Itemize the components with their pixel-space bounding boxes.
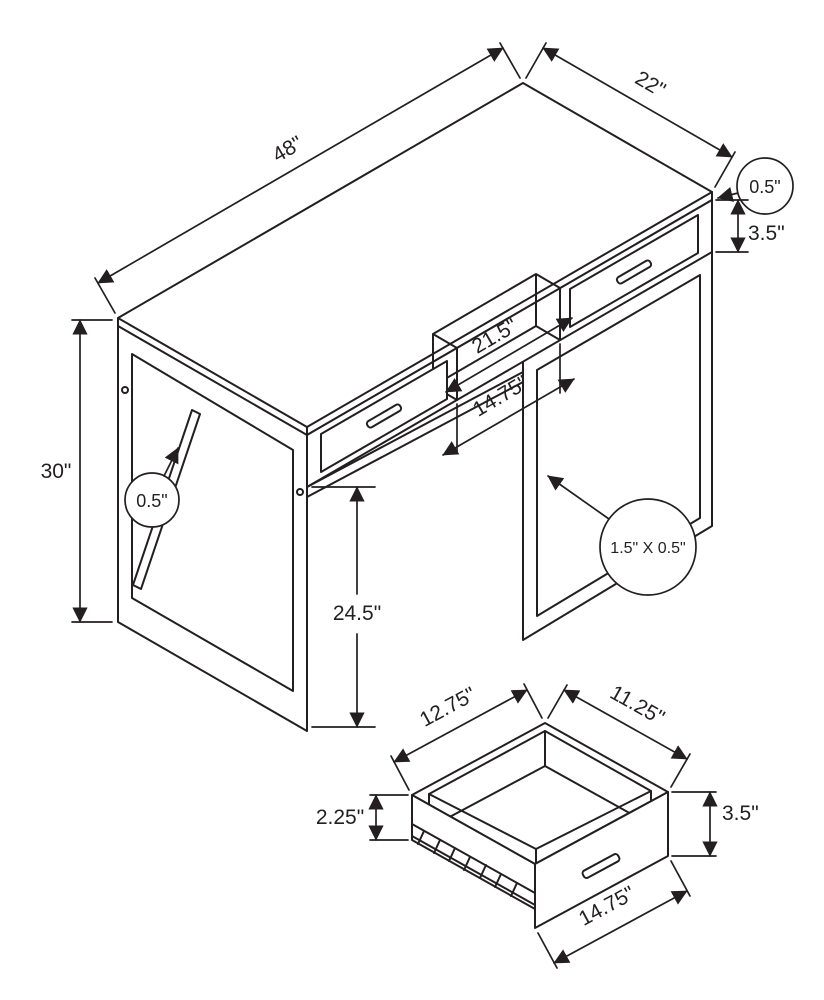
dim-drawer-depth	[547, 684, 691, 788]
slide-rail-hatching	[417, 830, 518, 897]
dim-drawer-front-height-label: 3.5"	[722, 802, 759, 825]
dim-apron-height	[715, 199, 749, 253]
dim-frame-thickness	[124, 447, 180, 528]
left-drawer-handle	[365, 403, 403, 429]
dim-apron-height-label: 3.5"	[748, 222, 785, 245]
dim-overall-height	[71, 319, 113, 623]
dim-clearance-height-label: 24.5"	[333, 602, 381, 625]
dim-leg-tube-label: 1.5" X 0.5"	[610, 540, 685, 557]
dim-frame-thickness-label: 0.5"	[136, 491, 167, 511]
drawer-dimensions	[368, 683, 718, 969]
drawer-handle	[581, 853, 621, 879]
bolt-hole-icon	[296, 488, 304, 496]
dim-drawer-side-height-label: 2.25"	[316, 806, 364, 829]
right-drawer-front	[569, 214, 699, 328]
dim-top-thickness	[717, 157, 794, 215]
dim-top-length-label: 48"	[269, 132, 307, 167]
right-drawer-handle	[615, 259, 653, 285]
dim-drawer-opening	[442, 343, 575, 456]
dim-top-depth-label: 22"	[631, 67, 669, 102]
dim-drawer-width	[390, 683, 543, 791]
desk-view	[117, 82, 713, 732]
dim-top-depth	[525, 42, 736, 188]
bolt-hole-icon	[121, 386, 129, 394]
dim-drawer-front-height	[671, 791, 718, 857]
desk-dimensions	[71, 42, 794, 728]
dim-drawer-depth-label: 11.25"	[606, 681, 668, 730]
dim-top-length	[94, 42, 521, 314]
dim-drawer-side-height	[368, 794, 409, 841]
left-leg-frame-outer	[117, 325, 308, 732]
dim-drawer-width-label: 12.75"	[416, 683, 480, 732]
dim-overall-height-label: 30"	[41, 460, 72, 483]
drawer-slide-rail	[411, 823, 536, 906]
dim-clearance-height	[311, 486, 376, 728]
dim-leg-tube	[547, 475, 697, 596]
dim-drawer-front-width	[537, 860, 691, 969]
right-leg-frame-inner	[536, 274, 701, 617]
dim-top-thickness-label: 0.5"	[749, 177, 780, 197]
